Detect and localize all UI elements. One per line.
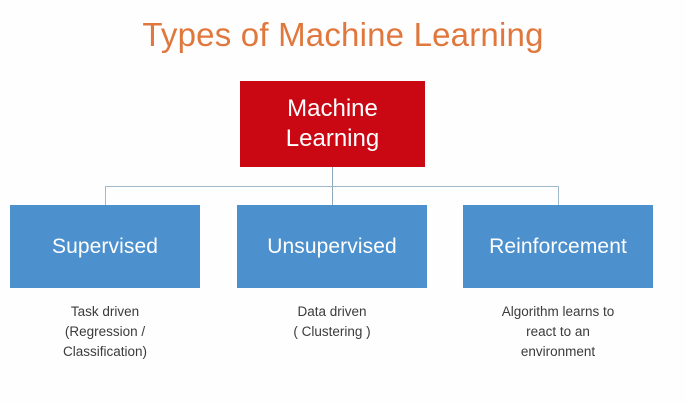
- root-node-machine-learning: Machine Learning: [240, 81, 425, 167]
- branch-node-unsupervised: Unsupervised: [237, 205, 427, 288]
- branch-caption-unsupervised: Data driven ( Clustering ): [293, 304, 371, 339]
- branch-node-label: Reinforcement: [489, 234, 627, 258]
- branch-caption-reinforcement: Algorithm learns to react to an environm…: [501, 304, 615, 359]
- page-title: Types of Machine Learning: [142, 16, 544, 53]
- branch-node-supervised: Supervised: [10, 205, 200, 288]
- connector-vertical-right: [558, 186, 559, 205]
- branch-node-label: Unsupervised: [267, 234, 397, 258]
- connector-vertical-left: [105, 186, 106, 205]
- root-node-label: Machine Learning: [285, 95, 380, 152]
- branch-caption-supervised: Task driven (Regression / Classification…: [62, 304, 148, 359]
- branch-node-label: Supervised: [51, 234, 159, 258]
- branch-node-reinforcement: Reinforcement: [463, 205, 653, 288]
- connector-horizontal: [105, 186, 559, 187]
